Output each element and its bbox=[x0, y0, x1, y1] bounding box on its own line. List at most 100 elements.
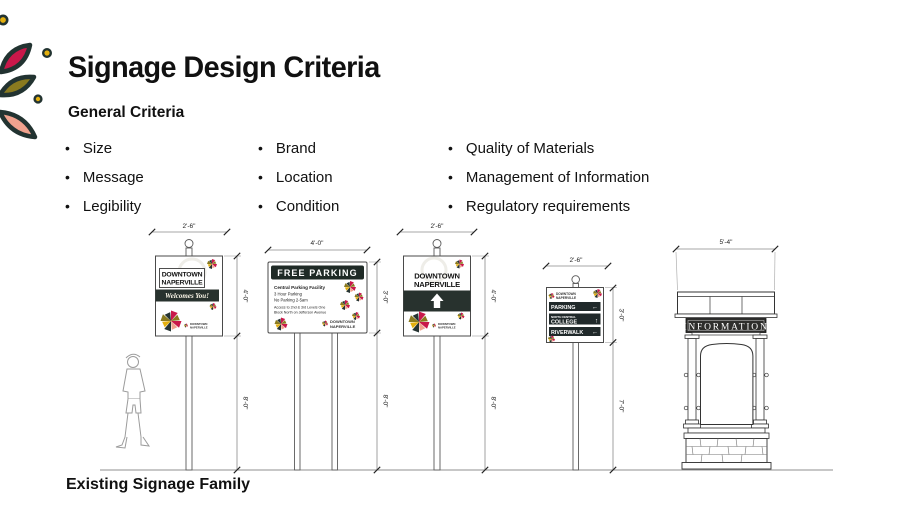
criteria-column-1: Size Message Legibility bbox=[65, 134, 144, 221]
row-sublabel: NORTH CENTRAL bbox=[551, 315, 576, 319]
criteria-item: Quality of Materials bbox=[448, 134, 649, 163]
dimension-label: 8'-0" bbox=[242, 397, 249, 411]
column-base bbox=[751, 423, 769, 429]
section-heading: General Criteria bbox=[68, 104, 185, 121]
base-step bbox=[687, 427, 766, 434]
bullet-dot bbox=[258, 169, 276, 186]
sign-free-parking: 4'-0" FREE PARKING Central Parking Facil… bbox=[264, 240, 389, 474]
brand-lockup-line2: NAPERVILLE bbox=[556, 296, 576, 300]
bullet-dot bbox=[448, 198, 466, 215]
logo-leaf-crimson-icon bbox=[0, 42, 33, 75]
criteria-text: Management of Information bbox=[465, 169, 650, 186]
directional-row-band bbox=[549, 302, 601, 311]
brand-lockup-line1: DOWNTOWN bbox=[330, 319, 355, 324]
body-line: Access to 2nd & 3rd Levels One bbox=[274, 306, 325, 310]
extension-line bbox=[774, 251, 776, 291]
directional-row-band bbox=[549, 327, 601, 336]
sign-pole bbox=[572, 283, 579, 471]
sign-banner-arrow: 2'-6" DOWNTOWN NAPERVILLE DOWNTOWN NAPER… bbox=[396, 223, 497, 474]
sign-pole bbox=[185, 247, 193, 471]
row-label: COLLEGE bbox=[551, 320, 577, 326]
row-label: PARKING bbox=[551, 305, 575, 311]
column-base bbox=[683, 423, 701, 429]
up-arrow-icon: ↑ bbox=[595, 318, 598, 325]
band-lip bbox=[691, 332, 761, 336]
criteria-item: Legibility bbox=[65, 192, 144, 221]
criteria-text: Location bbox=[275, 169, 333, 186]
banner-title-box bbox=[159, 268, 205, 288]
dimension-label: 7'-0" bbox=[618, 400, 625, 414]
extension-line bbox=[675, 251, 678, 291]
criteria-item: Brand bbox=[258, 134, 339, 163]
stone-joints bbox=[686, 438, 767, 463]
sign-panel bbox=[267, 261, 368, 334]
criteria-column-2: Brand Location Condition bbox=[258, 134, 339, 221]
dimension-label: 2'-6" bbox=[431, 223, 445, 230]
logo-leaf-olive-icon bbox=[0, 74, 37, 98]
body-line: No Parking 2-5am bbox=[274, 298, 308, 303]
dimension-label: 3'-0" bbox=[618, 309, 625, 323]
banner-title-line1: DOWNTOWN bbox=[414, 272, 460, 281]
pole-finial bbox=[571, 275, 580, 284]
column-shaft bbox=[687, 338, 697, 421]
brand-lockup-line2: NAPERVILLE bbox=[438, 325, 456, 329]
bullet-dot bbox=[65, 140, 83, 157]
body-line: 3 Hour Parking bbox=[274, 292, 303, 297]
criteria-item: Size bbox=[65, 134, 144, 163]
logo-dot-icon bbox=[42, 48, 53, 59]
base-plinth bbox=[681, 462, 772, 470]
brand-lockup-line1: DOWNTOWN bbox=[556, 292, 576, 296]
dimension-label: 8'-0" bbox=[490, 397, 497, 411]
column-base bbox=[753, 419, 767, 425]
canopy-lip bbox=[674, 313, 778, 318]
banner-title-line2: NAPERVILLE bbox=[414, 280, 460, 289]
bullet-dot bbox=[448, 169, 466, 186]
brand-logo bbox=[0, 14, 53, 140]
dimension-label: 3'-0" bbox=[382, 291, 389, 305]
sign-directional: 2'-6" DOWNTOWN NAPERVILLE PARKING ← NORT… bbox=[542, 257, 625, 474]
brand-lockup-line2: NAPERVILLE bbox=[190, 325, 208, 329]
page-title: Signage Design Criteria bbox=[68, 51, 380, 84]
logo-dot-icon bbox=[0, 14, 9, 26]
criteria-text: Size bbox=[82, 140, 113, 157]
brand-lockup-line1: DOWNTOWN bbox=[190, 322, 207, 326]
dimension-label: 5'-4" bbox=[720, 239, 734, 246]
criteria-text: Brand bbox=[275, 140, 316, 157]
up-arrow-icon bbox=[430, 293, 444, 308]
bullet-dot bbox=[65, 169, 83, 186]
criteria-text: Legibility bbox=[82, 198, 142, 215]
dimension-label: 2'-6" bbox=[570, 257, 584, 264]
left-arrow-icon: ← bbox=[592, 329, 598, 336]
dimension-label: 2'-6" bbox=[183, 223, 197, 230]
human-figure-sketch bbox=[115, 353, 151, 449]
dimension-label: 4'-0" bbox=[311, 240, 325, 247]
criteria-item: Condition bbox=[258, 192, 339, 221]
sign-information-kiosk: 5'-4" INFORMATION bbox=[672, 239, 779, 470]
criteria-text: Message bbox=[82, 169, 144, 186]
criteria-item: Message bbox=[65, 163, 144, 192]
banner-motif bbox=[420, 256, 448, 284]
criteria-item: Location bbox=[258, 163, 339, 192]
tagline-band bbox=[155, 289, 219, 302]
bullet-dot bbox=[65, 198, 83, 215]
left-arrow-icon: ← bbox=[592, 304, 598, 311]
bullet-dot bbox=[258, 198, 276, 215]
row-label: RIVERWALK bbox=[551, 330, 583, 336]
column-shaft bbox=[755, 338, 765, 421]
body-line: Block North on Jefferson Avenue bbox=[274, 311, 326, 315]
logo-leaf-salmon-icon bbox=[0, 109, 38, 140]
criteria-text: Condition bbox=[275, 198, 340, 215]
column-base bbox=[685, 419, 699, 425]
dimension-label: 8'-0" bbox=[382, 395, 389, 409]
brand-lockup-line2: NAPERVILLE bbox=[330, 324, 356, 329]
sign-pole bbox=[331, 332, 338, 471]
sign-banner-welcome: 2'-6" DOWNTOWN NAPERVILLE Welcomes You! … bbox=[115, 223, 249, 474]
stone-base bbox=[685, 438, 768, 463]
criteria-item: Management of Information bbox=[448, 163, 649, 192]
display-panel bbox=[700, 343, 754, 425]
criteria-text: Regulatory requirements bbox=[465, 198, 631, 215]
base-step bbox=[683, 432, 770, 439]
brand-lockup-line1: DOWNTOWN bbox=[438, 322, 455, 326]
pole-finial bbox=[432, 239, 442, 248]
